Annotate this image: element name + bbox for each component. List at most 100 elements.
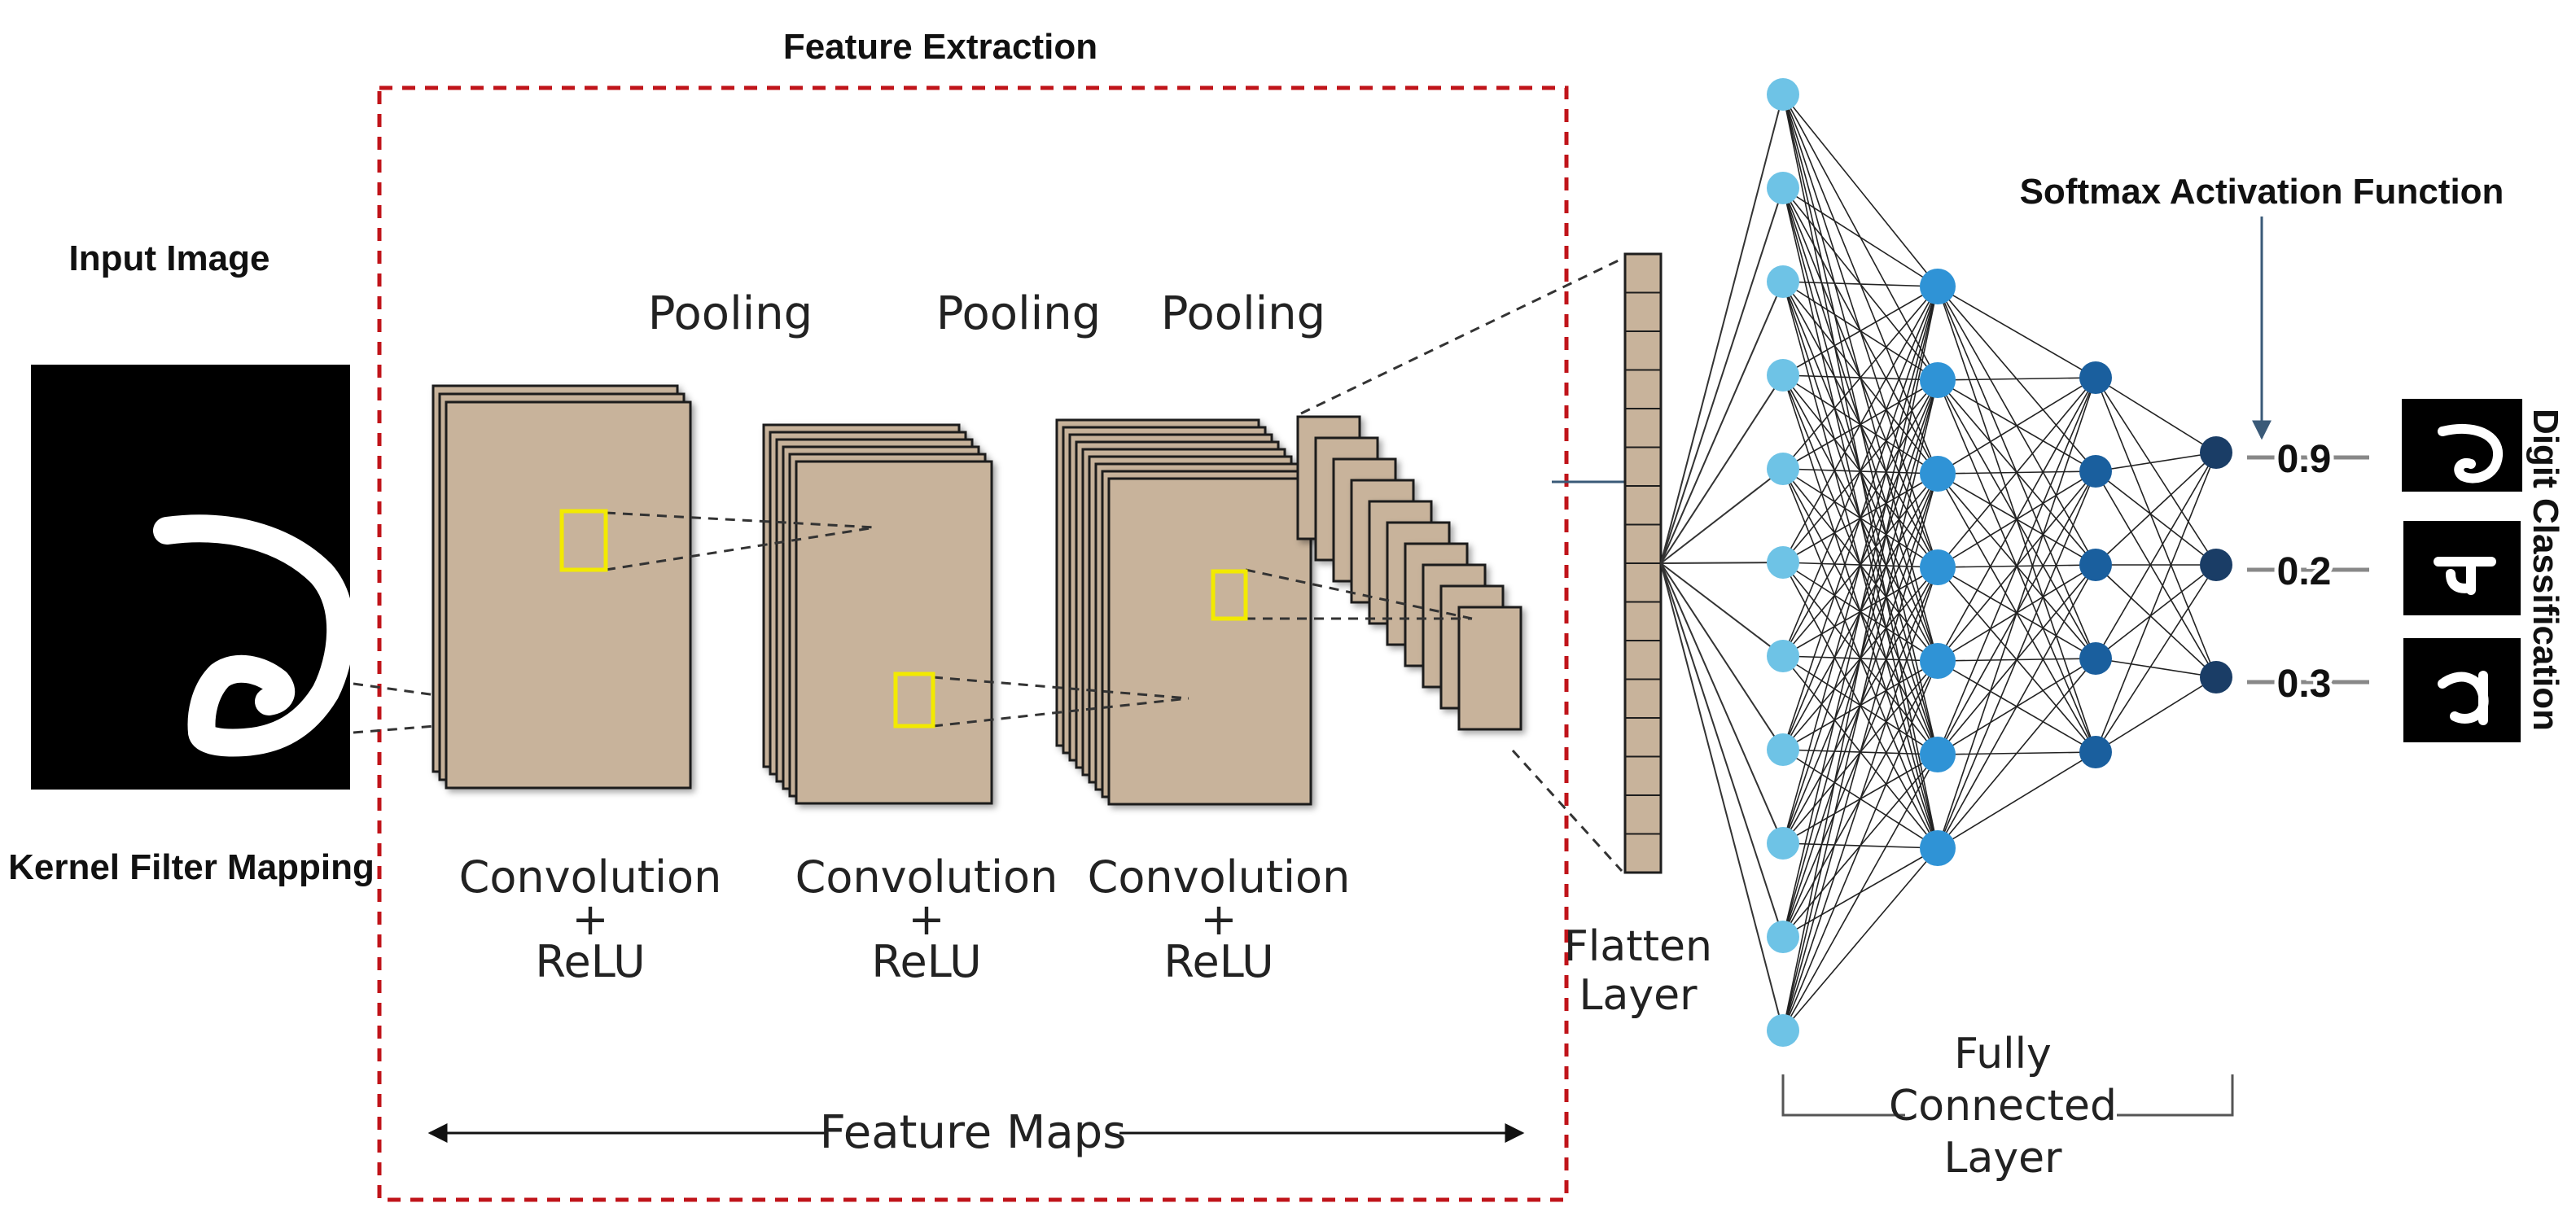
- layer-4-node-2: [2200, 549, 2232, 581]
- layer-3-connection: [2095, 452, 2217, 659]
- conv-stack-3-map-9: [1107, 477, 1312, 806]
- layer-1-connection: [1782, 379, 1939, 1031]
- layer-2-connection: [1937, 377, 2096, 755]
- layer-3-connection: [2095, 452, 2217, 566]
- flatten-to-hidden-connection: [1660, 562, 1784, 844]
- flatten-to-hidden-connection: [1660, 281, 1784, 564]
- layer-3-node-5: [2079, 736, 2112, 768]
- layer-3-node-3: [2079, 549, 2112, 581]
- layer-2-connection: [1937, 658, 2096, 849]
- layer-3-connection: [2095, 377, 2217, 678]
- layer-2-connection: [1937, 470, 2096, 849]
- layer-1-connection: [1782, 754, 1939, 1031]
- flatten-to-hidden-connection: [1660, 562, 1784, 938]
- layer-1-connection: [1782, 94, 1939, 287]
- layer-1-node-2: [1767, 172, 1799, 204]
- kernel-filter-mapping-label: Kernel Filter Mapping: [8, 847, 375, 887]
- layer-3-connection: [2095, 377, 2217, 453]
- plus-label-3: +: [1200, 894, 1237, 945]
- layer-2-connection: [1937, 751, 2096, 849]
- layer-1-connection: [1782, 473, 1939, 1031]
- softmax-label: Softmax Activation Function: [2020, 172, 2504, 212]
- layer-2-connection: [1937, 286, 2096, 378]
- conv-label-1: Convolution: [459, 851, 722, 903]
- flatten-connector-lines: [1300, 257, 1623, 873]
- conv-stack-1: [432, 384, 692, 790]
- layer-3-node-2: [2079, 455, 2112, 488]
- layer-3-node-4: [2079, 642, 2112, 675]
- layer-1-node-4: [1767, 359, 1799, 392]
- layer-3-connection: [2095, 564, 2217, 678]
- pooled-stack: [1296, 415, 1522, 731]
- layer-1-node-3: [1767, 265, 1799, 298]
- fully-connected-label-line3: Layer: [1944, 1134, 2063, 1183]
- relu-label-1: ReLU: [535, 936, 645, 987]
- layer-2-node-1: [1920, 269, 1956, 304]
- layer-1-node-11: [1767, 1014, 1799, 1047]
- layer-2-node-5: [1920, 643, 1956, 679]
- digit-image-2: [2403, 521, 2521, 615]
- layer-1-node-10: [1767, 921, 1799, 953]
- input-image: [31, 365, 355, 790]
- network-nodes: [1767, 78, 2232, 1047]
- layer-2-connection: [1937, 377, 2096, 662]
- kernel-box-2: [893, 672, 935, 728]
- layer-3-connection: [2095, 377, 2217, 566]
- flatten-to-hidden-connection: [1660, 468, 1784, 564]
- fully-connected-label-line2: Connected: [1889, 1082, 2117, 1131]
- layer-2-connection: [1937, 377, 2096, 475]
- flatten-to-hidden-connection: [1660, 94, 1784, 564]
- layer-1-connection: [1782, 286, 1939, 938]
- kernel-box-3: [1211, 569, 1248, 621]
- layer-1-node-6: [1767, 546, 1799, 579]
- digit-image-3: [2403, 638, 2521, 742]
- pooling-label-1: Pooling: [648, 287, 813, 340]
- feature-extraction-region: [377, 85, 1569, 1202]
- flatten-to-hidden-connection: [1660, 562, 1784, 750]
- output-2: 0.2: [2247, 546, 2369, 597]
- layer-3-connection: [2095, 658, 2217, 678]
- relu-label-3: ReLU: [1163, 936, 1273, 987]
- layer-2-connection: [1937, 377, 2096, 381]
- layer-2-connection: [1937, 377, 2096, 568]
- flatten-layer: [1623, 252, 1663, 874]
- layer-3-connection: [2095, 452, 2217, 753]
- conv-relu-label-3: Convolution + ReLU: [1088, 851, 1351, 987]
- layer-1-node-9: [1767, 827, 1799, 860]
- layer-1-connection: [1782, 286, 1939, 750]
- feature-map-stacks: [432, 384, 1522, 806]
- conv-stack-2-map-6: [795, 460, 993, 805]
- flatten-to-hidden-connection: [1660, 374, 1784, 564]
- layer-1-node-8: [1767, 733, 1799, 766]
- layer-1-connection: [1782, 281, 1939, 287]
- flatten-to-hidden-connection: [1660, 187, 1784, 564]
- digit-image-1: [2402, 399, 2522, 492]
- pooled-stack-map-10: [1457, 606, 1522, 731]
- layer-1-connection: [1782, 187, 1939, 287]
- layer-2-node-3: [1920, 456, 1956, 492]
- layer-2-node-7: [1920, 830, 1956, 866]
- output-value-3: 0.3: [2277, 663, 2332, 706]
- conv-stack-1-map-3: [445, 400, 692, 790]
- kernel-connections: [605, 511, 1473, 728]
- layer-1-connection: [1782, 567, 1939, 1031]
- layer-3-connection: [2095, 564, 2217, 659]
- layer-1-connection: [1782, 286, 1939, 563]
- layer-2-node-2: [1920, 362, 1956, 398]
- relu-label-2: ReLU: [871, 936, 981, 987]
- layer-4-node-3: [2200, 661, 2232, 693]
- conv-label-2: Convolution: [795, 851, 1058, 903]
- layer-2-node-6: [1920, 737, 1956, 772]
- layer-2-connection: [1937, 564, 2096, 849]
- layer-3-node-1: [2079, 361, 2112, 394]
- layer-1-node-1: [1767, 78, 1799, 111]
- flatten-to-hidden-connection: [1660, 562, 1784, 1031]
- conv-relu-label-2: Convolution + ReLU: [795, 851, 1058, 987]
- layer-3-connection: [2095, 470, 2217, 678]
- digit-classification-label: Digit Classification: [2526, 409, 2565, 731]
- layer-3-connection: [2095, 676, 2217, 753]
- layer-1-connection: [1782, 286, 1939, 376]
- layer-2-node-4: [1920, 549, 1956, 585]
- conv-label-3: Convolution: [1088, 851, 1351, 903]
